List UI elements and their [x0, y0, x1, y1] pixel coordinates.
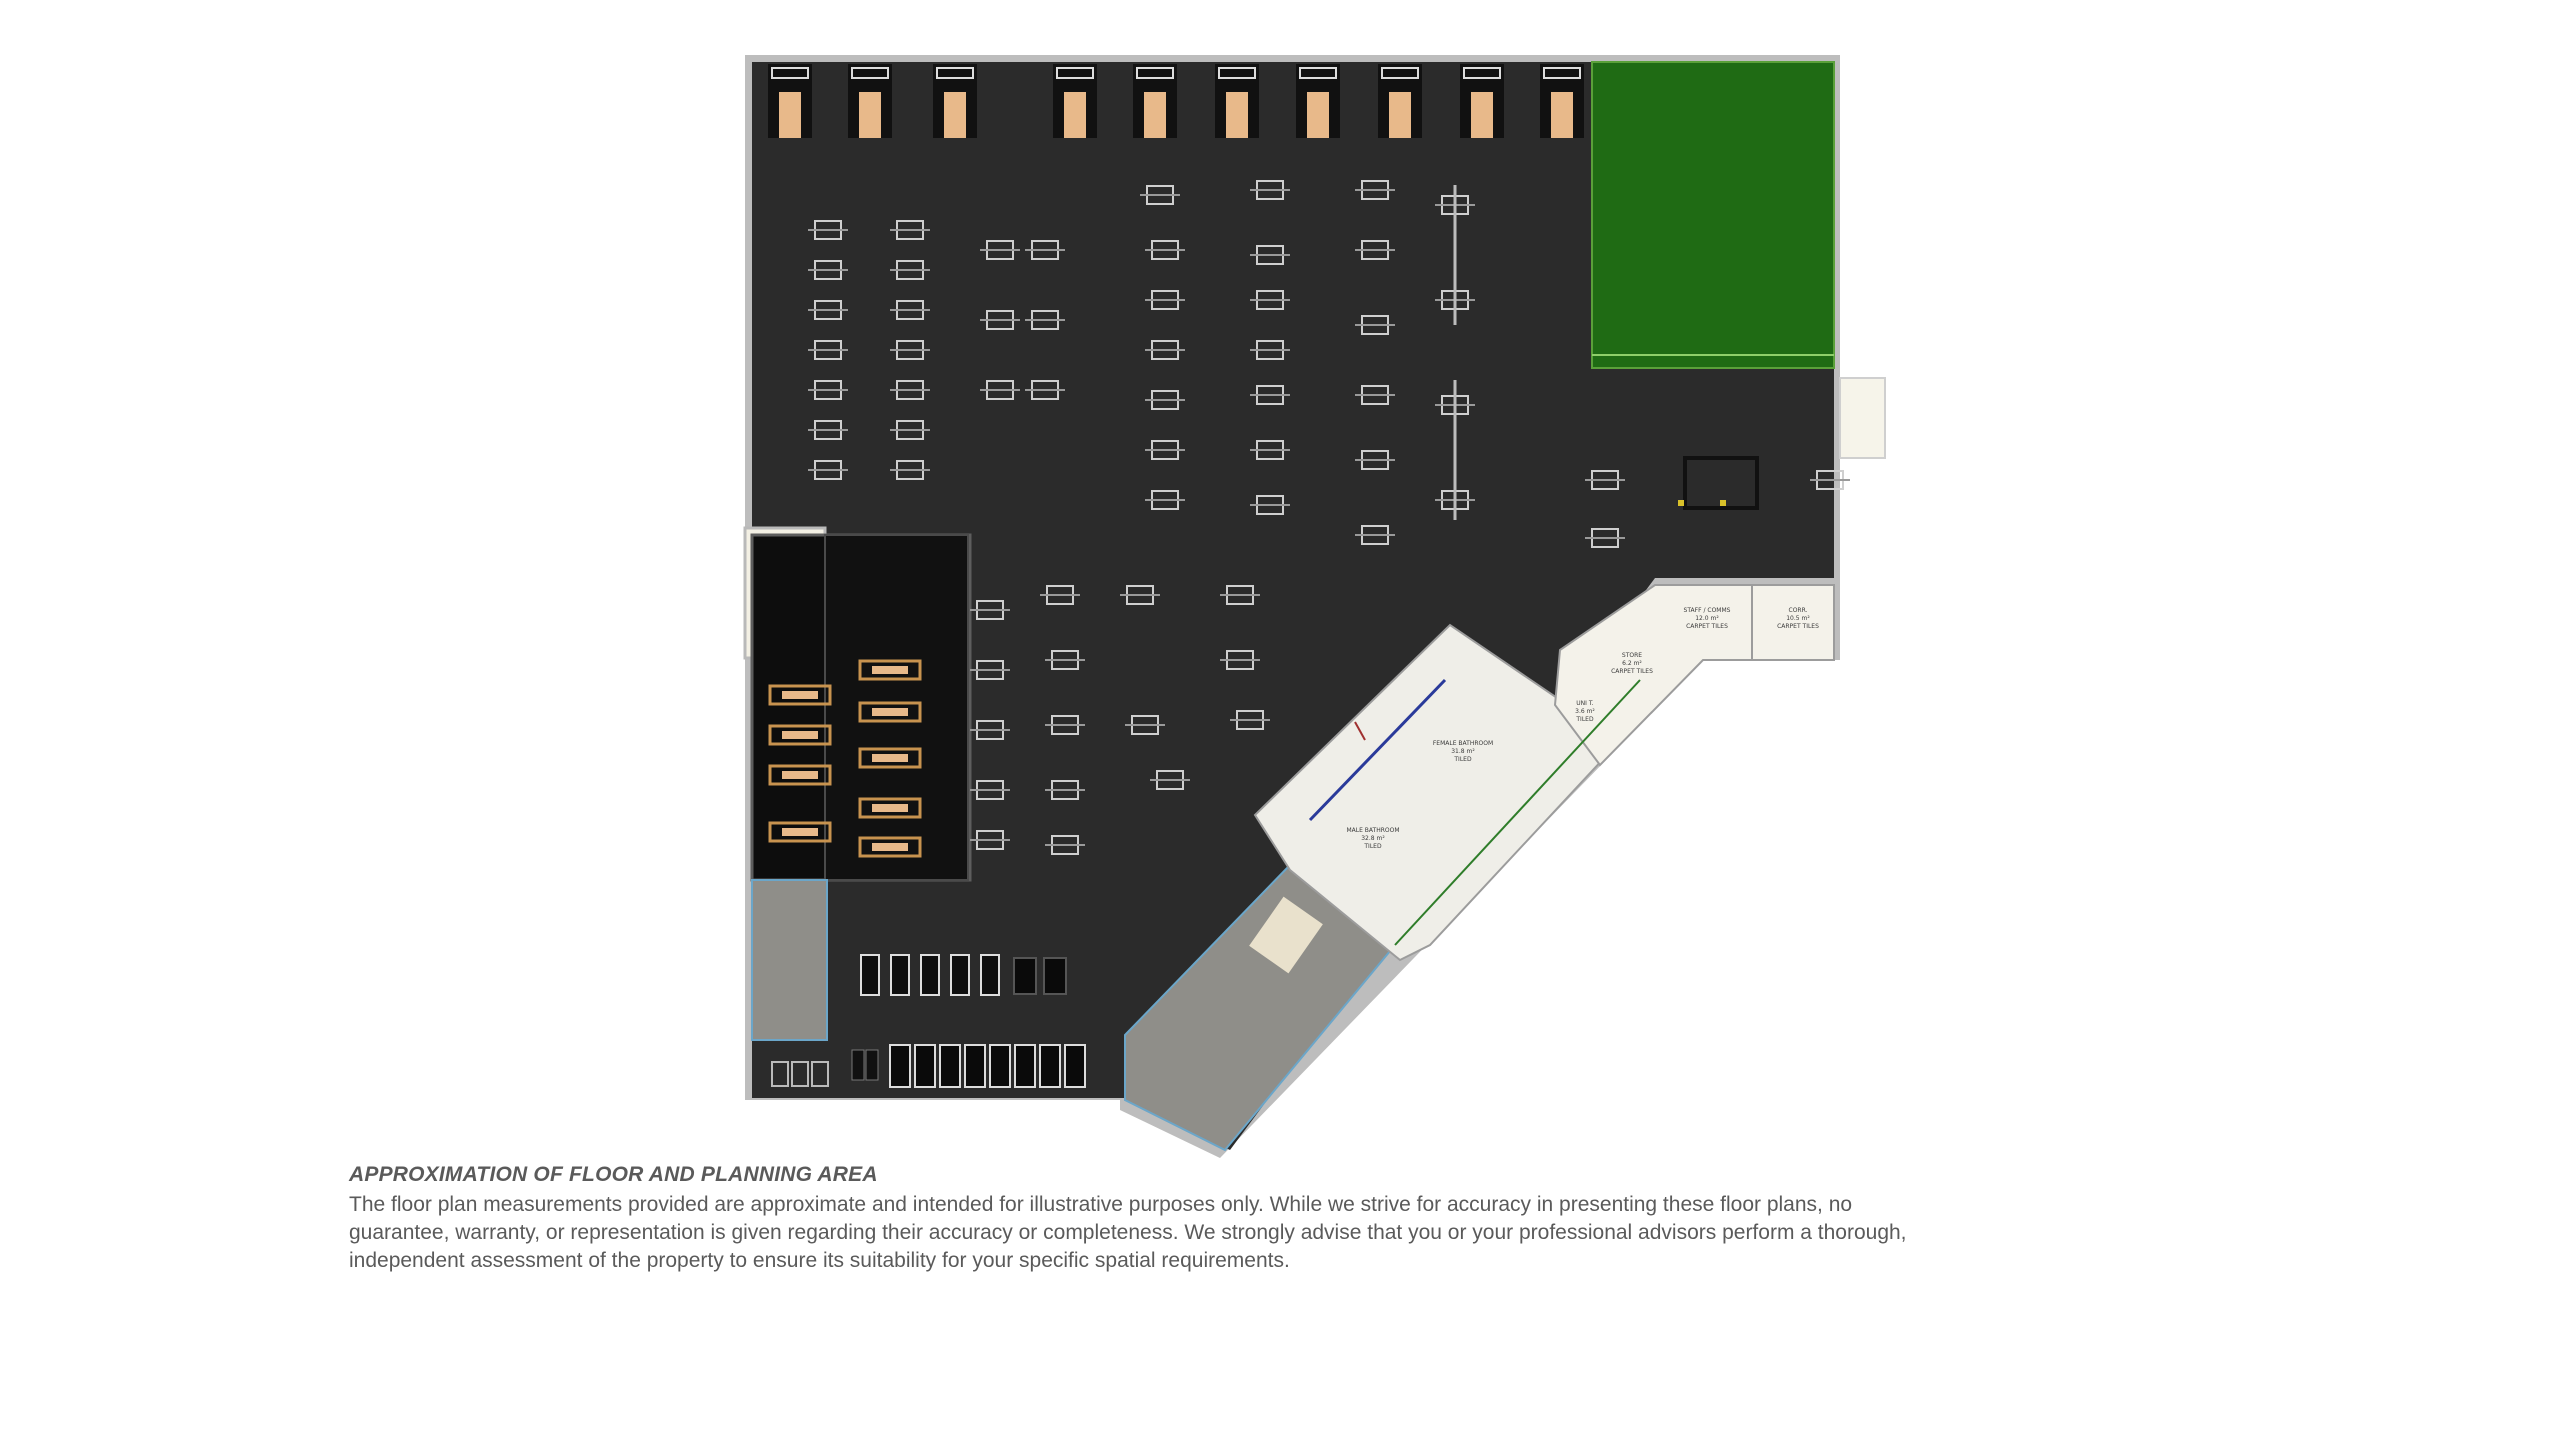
staff-comms-label: STAFF / COMMS	[1684, 607, 1731, 614]
reformer-bed	[858, 701, 922, 723]
treadmill-belt	[779, 92, 801, 138]
bench	[920, 954, 940, 996]
reformer-beds	[768, 659, 922, 858]
squat-rack	[1064, 1044, 1086, 1088]
female-bathroom-area: 31.8 m²	[1451, 748, 1475, 755]
stool	[811, 1061, 829, 1087]
strength-equipment	[808, 180, 1850, 855]
bench	[950, 954, 970, 996]
reformer-carriage	[872, 754, 908, 762]
bench	[890, 954, 910, 996]
corr-finish: CARPET TILES	[1777, 623, 1819, 630]
treadmill-belt	[1551, 92, 1573, 138]
disclaimer-title: APPROXIMATION OF FLOOR AND PLANNING AREA	[349, 1163, 878, 1186]
treadmill-belt	[944, 92, 966, 138]
reformer-carriage	[782, 691, 818, 699]
treadmill-console	[1381, 67, 1419, 79]
disclaimer-body: The floor plan measurements provided are…	[349, 1193, 1907, 1272]
reformer-bed	[858, 797, 922, 819]
squat-rack	[939, 1044, 961, 1088]
reformer-carriage	[782, 828, 818, 836]
store-concrete	[751, 879, 828, 1041]
treadmill-console	[1543, 67, 1581, 79]
stool	[771, 1061, 789, 1087]
treadmill-console	[1218, 67, 1256, 79]
squat-rack	[1014, 1044, 1036, 1088]
uni-area: 3.6 m²	[1575, 708, 1595, 715]
uni-label: UNI T.	[1576, 700, 1594, 707]
room-labels: STAFF / COMMS 12.0 m² CARPET TILES CORR.…	[1346, 607, 1819, 850]
turf-area	[1591, 61, 1835, 369]
reformer-bed	[858, 747, 922, 769]
side-door-lobby	[1839, 377, 1886, 459]
store-label: STORE	[1622, 652, 1642, 659]
corr-area: 10.5 m²	[1786, 615, 1810, 622]
treadmill-console	[851, 67, 889, 79]
kettlebell-rack	[851, 1049, 865, 1081]
squat-rack	[989, 1044, 1011, 1088]
reformer-bed	[858, 659, 922, 681]
kettlebell-rack	[865, 1049, 879, 1081]
reformer-bed	[768, 821, 832, 843]
stool	[791, 1061, 809, 1087]
store-finish: CARPET TILES	[1611, 668, 1653, 675]
reformer-carriage	[782, 771, 818, 779]
treadmill-belt	[1064, 92, 1086, 138]
reformer-carriage	[872, 804, 908, 812]
male-bathroom-area: 32.8 m²	[1361, 835, 1385, 842]
treadmill-belt	[859, 92, 881, 138]
treadmill-console	[1056, 67, 1094, 79]
staff-comms-area: 12.0 m²	[1695, 615, 1719, 622]
store-area: 6.2 m²	[1622, 660, 1642, 667]
treadmill-console	[1299, 67, 1337, 79]
uni-finish: TILED	[1575, 716, 1594, 723]
reformer-carriage	[872, 708, 908, 716]
corr-label: CORR.	[1789, 607, 1808, 614]
bench	[860, 954, 880, 996]
plyo-box	[1013, 957, 1037, 995]
reformer-carriage	[872, 666, 908, 674]
reformer-carriage	[872, 843, 908, 851]
staff-comms-finish: CARPET TILES	[1686, 623, 1728, 630]
treadmill-belt	[1226, 92, 1248, 138]
gym-floor	[752, 62, 1834, 1150]
storage-racks	[771, 954, 1086, 1088]
female-bathroom-finish: TILED	[1453, 756, 1472, 763]
treadmill-console	[1136, 67, 1174, 79]
treadmill-console	[936, 67, 974, 79]
staff-rooms	[1553, 584, 1835, 767]
male-bathroom-finish: TILED	[1363, 843, 1382, 850]
reformer-bed	[768, 724, 832, 746]
training-rig	[1678, 456, 1759, 510]
squat-rack	[889, 1044, 911, 1088]
plyo-box	[1043, 957, 1067, 995]
reformer-bed	[858, 836, 922, 858]
reformer-bed	[768, 764, 832, 786]
squat-rack	[964, 1044, 986, 1088]
treadmill-belt	[1389, 92, 1411, 138]
reformer-carriage	[782, 731, 818, 739]
cardio-equipment-row	[768, 64, 1584, 138]
bench	[980, 954, 1000, 996]
treadmill-console	[1463, 67, 1501, 79]
male-bathroom-label: MALE BATHROOM	[1346, 827, 1399, 834]
treadmill-console	[771, 67, 809, 79]
squat-rack	[914, 1044, 936, 1088]
treadmill-belt	[1471, 92, 1493, 138]
treadmill-belt	[1307, 92, 1329, 138]
entrance-concrete	[1124, 863, 1397, 1152]
disclaimer: APPROXIMATION OF FLOOR AND PLANNING AREA…	[349, 1163, 1929, 1275]
reformer-bed	[768, 684, 832, 706]
squat-rack	[1039, 1044, 1061, 1088]
female-bathroom-label: FEMALE BATHROOM	[1433, 740, 1493, 747]
treadmill-belt	[1144, 92, 1166, 138]
